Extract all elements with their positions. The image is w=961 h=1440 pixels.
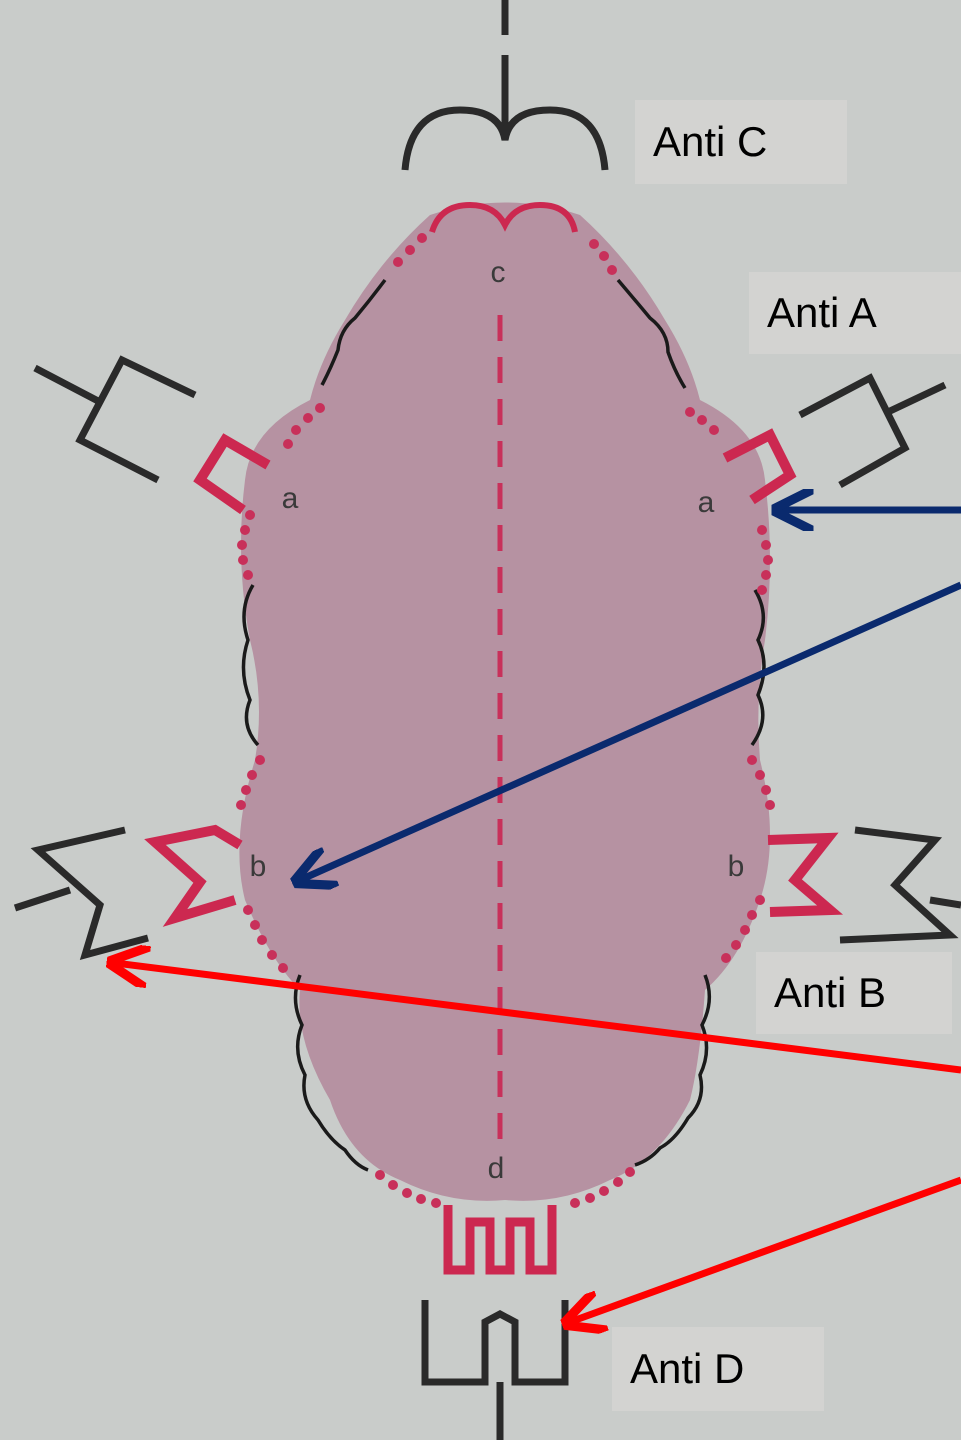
site-label-c: c <box>491 256 506 289</box>
antibody-anti-b-right <box>840 830 961 940</box>
red-arrow-to-anti-d <box>570 1180 961 1322</box>
antigen-b-left <box>155 830 240 918</box>
antibody-anti-c <box>405 0 605 170</box>
label-anti-c: Anti C <box>635 100 847 184</box>
antibody-anti-b-left <box>15 830 148 955</box>
antibody-anti-a-right <box>800 378 945 485</box>
antigen-b-right <box>768 838 830 912</box>
label-anti-b: Anti B <box>756 952 952 1034</box>
antigen-d <box>448 1205 552 1270</box>
label-anti-d: Anti D <box>612 1327 824 1411</box>
site-label-a-left: a <box>282 482 299 515</box>
cell-body <box>239 203 770 1201</box>
site-label-d: d <box>488 1152 505 1185</box>
label-anti-a: Anti A <box>749 272 961 354</box>
antibody-anti-d <box>425 1300 565 1440</box>
site-label-a-right: a <box>698 486 715 519</box>
site-label-b-right: b <box>728 850 745 883</box>
site-label-b-left: b <box>250 850 267 883</box>
antibody-anti-a-left <box>35 360 195 480</box>
